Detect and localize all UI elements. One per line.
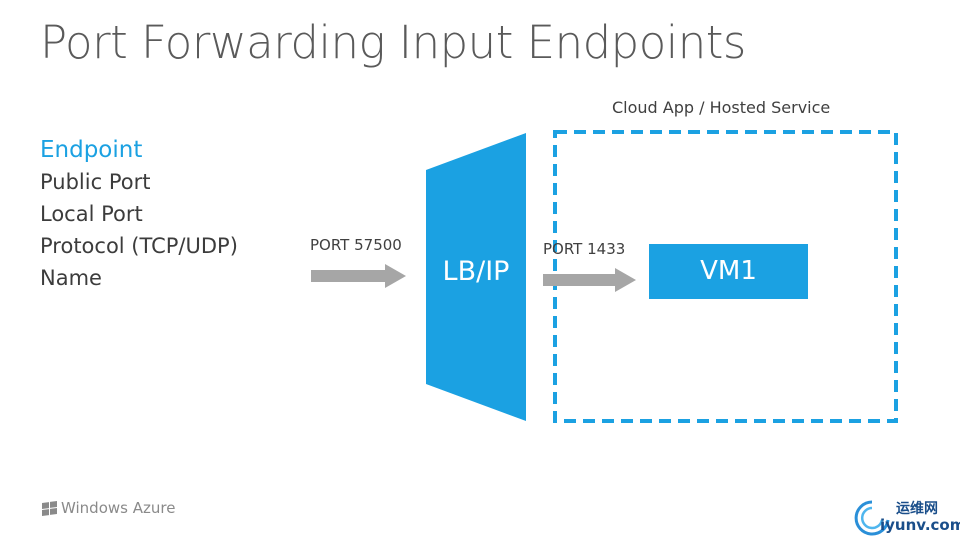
public-port-arrow [311,264,406,288]
prop-name: Name [40,266,102,290]
local-port-label: PORT 1433 [543,240,626,258]
vm1-label: VM1 [700,256,757,286]
public-port-label: PORT 57500 [310,236,402,254]
prop-public-port: Public Port [40,170,151,194]
load-balancer-shape [426,133,526,421]
brand-text: Windows Azure [61,499,176,517]
watermark: 运维网 iyunv.com [850,496,960,540]
watermark-swirl-icon [854,500,890,536]
vm1-box: VM1 [649,244,808,299]
endpoint-properties-list: Endpoint Public Port Local Port Protocol… [40,134,238,294]
prop-local-port: Local Port [40,202,143,226]
cloud-app-label: Cloud App / Hosted Service [612,98,831,117]
prop-protocol: Protocol (TCP/UDP) [40,234,238,258]
lb-ip-label: LB/IP [442,256,510,287]
windows-azure-logo: Windows Azure [42,499,175,517]
endpoint-heading: Endpoint [40,137,143,163]
watermark-en: iyunv.com [880,516,960,534]
local-port-arrow [543,268,636,292]
watermark-cn: 运维网 [896,501,938,517]
windows-flag-icon [42,500,57,516]
cloud-service-boundary [553,130,898,423]
slide-title: Port Forwarding Input Endpoints [40,16,746,69]
